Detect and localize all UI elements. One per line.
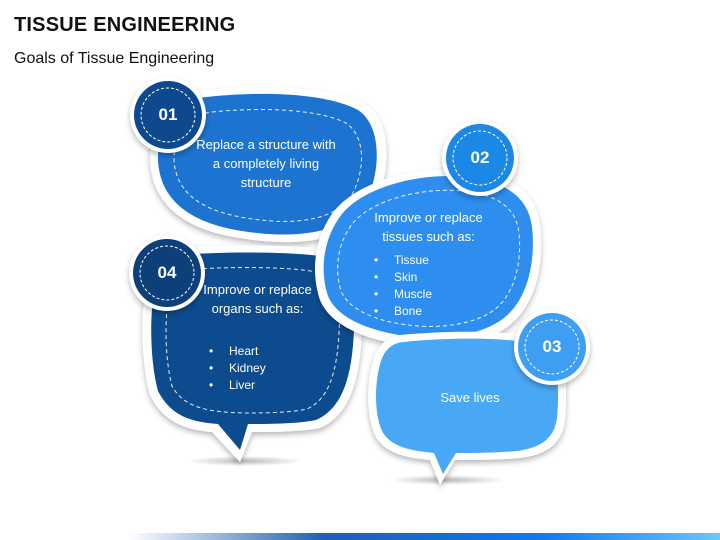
badge-03 <box>514 309 590 385</box>
footer-accent-bar <box>0 533 720 540</box>
goal-04-text: Improve or replace organs such as: <box>203 282 312 316</box>
badge-01 <box>130 77 206 153</box>
badge-04-number: 04 <box>157 263 177 282</box>
list-item: Muscle <box>374 286 432 303</box>
badge-02-number: 02 <box>470 148 490 167</box>
badge-02 <box>442 120 518 196</box>
list-item: Kidney <box>209 360 266 377</box>
page-subtitle: Goals of Tissue Engineering <box>14 50 215 67</box>
goal-02-text: Improve or replace tissues such as: <box>374 210 483 244</box>
bubble-03 <box>368 331 567 485</box>
bubble-01 <box>150 86 387 243</box>
goal-04-bullets: Heart Kidney Liver <box>209 343 266 394</box>
bubble-04-ground-shadow <box>187 456 303 466</box>
list-item: Liver <box>209 377 266 394</box>
list-item: Skin <box>374 269 432 286</box>
list-item: Bone <box>374 303 432 320</box>
goal-02-bullets: Tissue Skin Muscle Bone <box>374 252 432 320</box>
badge-03-number: 03 <box>542 337 562 356</box>
list-item: Heart <box>209 343 266 360</box>
badge-04 <box>129 235 205 311</box>
page-title: TISSUE ENGINEERING <box>14 14 236 36</box>
bubble-03-ground-shadow <box>389 475 505 485</box>
badge-01-number: 01 <box>158 105 178 124</box>
goal-01-text: Replace a structure with a completely li… <box>196 137 336 190</box>
list-item: Tissue <box>374 252 432 269</box>
goal-03-text: Save lives <box>440 390 500 405</box>
